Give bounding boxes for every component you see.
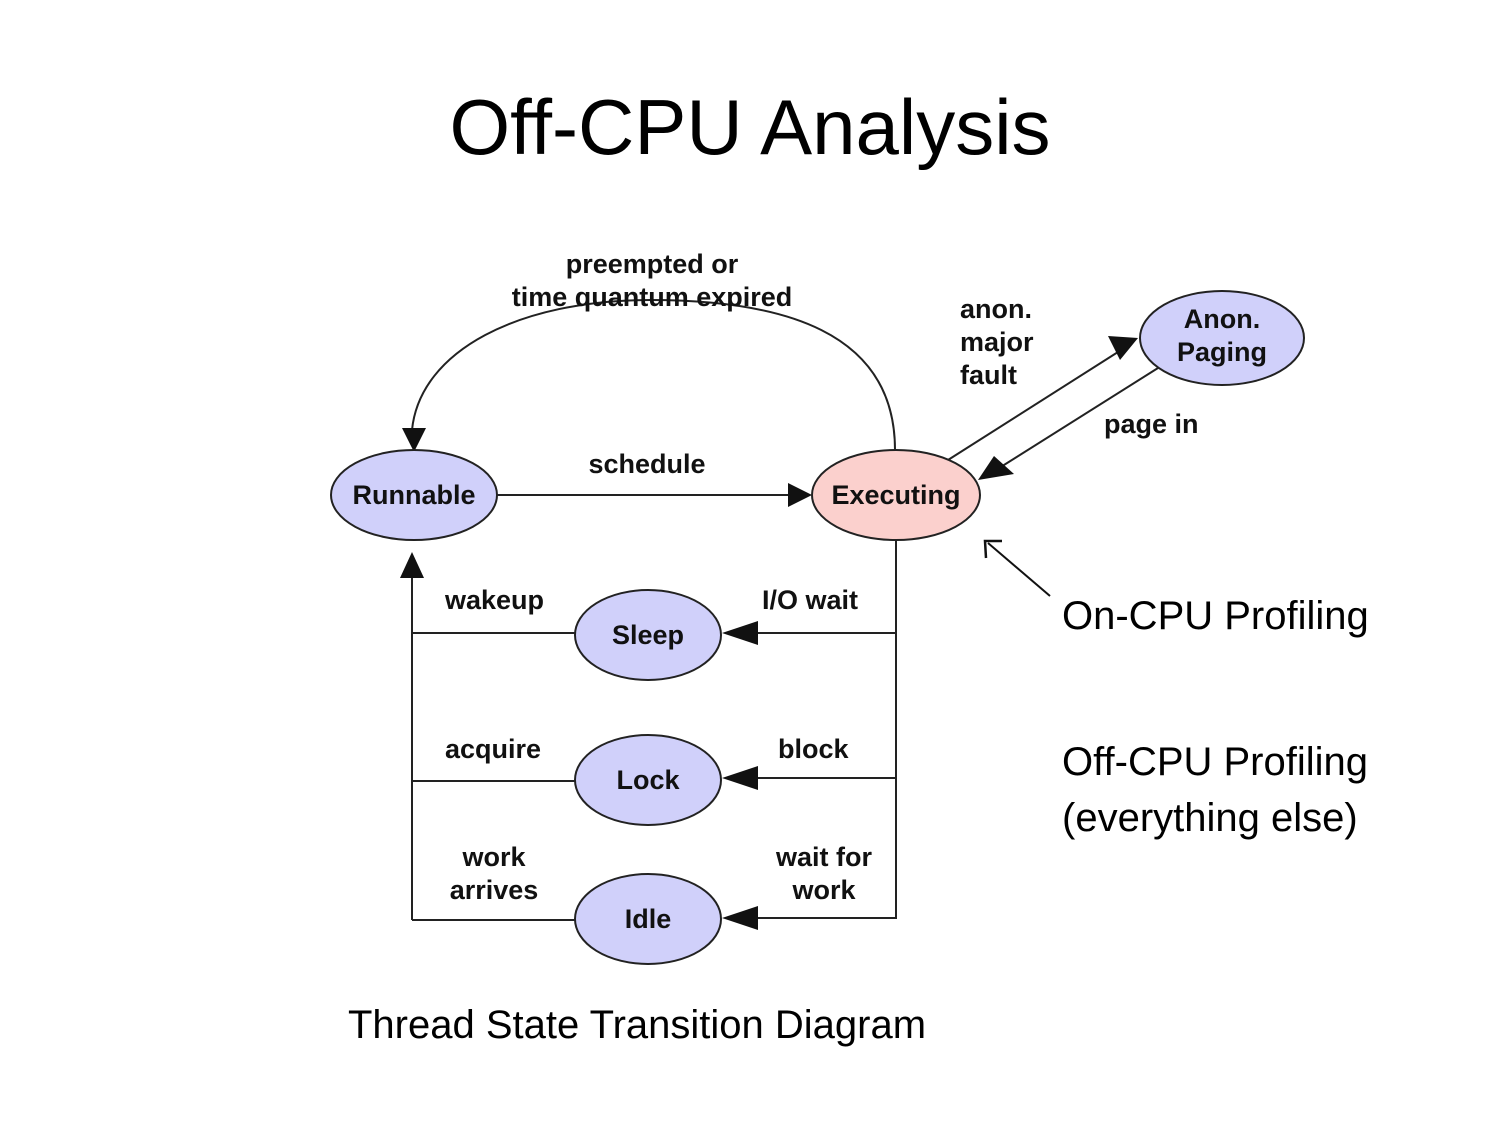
label-io-wait: I/O wait (762, 585, 858, 615)
arrowhead-schedule (788, 483, 812, 507)
edge-preempted (411, 298, 896, 451)
node-runnable (330, 449, 498, 541)
label-preempted-1: preempted or (566, 249, 739, 279)
node-anon-paging-label-1: Anon. (1184, 304, 1260, 334)
arrowhead-block (722, 766, 758, 790)
node-runnable-label: Runnable (352, 480, 475, 510)
label-wait-for-work-1: wait for (775, 842, 872, 872)
label-schedule: schedule (588, 449, 705, 479)
label-anon-fault-3: fault (960, 360, 1017, 390)
edge-anon-fault (947, 351, 1119, 461)
diagram-caption: Thread State Transition Diagram (348, 1003, 927, 1047)
node-sleep-label: Sleep (612, 620, 684, 650)
on-cpu-profiling-label: On-CPU Profiling (1062, 594, 1369, 638)
node-lock-label: Lock (616, 765, 680, 795)
label-acquire: acquire (445, 734, 541, 764)
arrowhead-preempted (402, 428, 426, 452)
node-lock (574, 734, 722, 826)
label-work-arrives-1: work (461, 842, 526, 872)
node-idle-label: Idle (625, 904, 672, 934)
label-page-in: page in (1104, 409, 1199, 439)
label-preempted-2: time quantum expired (512, 282, 793, 312)
on-cpu-pointer-arrow (987, 542, 1051, 597)
off-cpu-profiling-label: Off-CPU Profiling (1062, 740, 1369, 784)
label-block: block (778, 734, 850, 764)
label-anon-fault-1: anon. (960, 294, 1032, 324)
on-cpu-pointer-arrowhead (983, 539, 1002, 559)
node-executing (811, 449, 981, 541)
arrowhead-runnable-up (400, 552, 424, 578)
edge-page-in (995, 367, 1159, 471)
arrowhead-anon-fault (1108, 336, 1138, 360)
slide-title: Off-CPU Analysis (449, 83, 1051, 171)
node-idle (574, 873, 722, 965)
label-anon-fault-2: major (960, 327, 1034, 357)
arrowhead-io-wait (722, 621, 758, 645)
arrowhead-page-in (978, 456, 1014, 480)
off-cpu-profiling-sublabel: (everything else) (1062, 796, 1358, 840)
label-wakeup: wakeup (444, 585, 544, 615)
node-sleep (574, 589, 722, 681)
label-wait-for-work-2: work (791, 875, 856, 905)
node-anon-paging-label-2: Paging (1177, 337, 1267, 367)
node-executing-label: Executing (831, 480, 960, 510)
node-anon-paging (1139, 290, 1305, 386)
label-work-arrives-2: arrives (450, 875, 539, 905)
arrowhead-wait-for-work (722, 906, 758, 930)
